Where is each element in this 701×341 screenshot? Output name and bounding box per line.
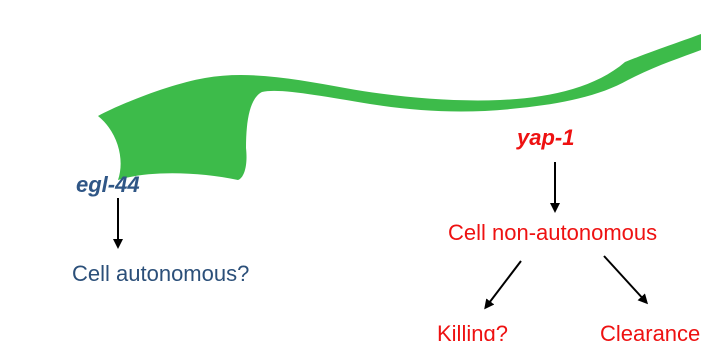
- cell-non-autonomous-label: Cell non-autonomous: [448, 220, 657, 245]
- cell-autonomous-label: Cell autonomous?: [72, 261, 249, 286]
- yap-1-gene-label: yap-1: [516, 125, 574, 150]
- clearance-label: Clearance: [600, 321, 700, 341]
- killing-arrow: [486, 261, 521, 307]
- worm-body: [98, 34, 701, 180]
- egl-44-gene-label: egl-44: [76, 172, 140, 197]
- clearance-arrow: [604, 256, 646, 302]
- killing-label: Killing?: [437, 321, 508, 341]
